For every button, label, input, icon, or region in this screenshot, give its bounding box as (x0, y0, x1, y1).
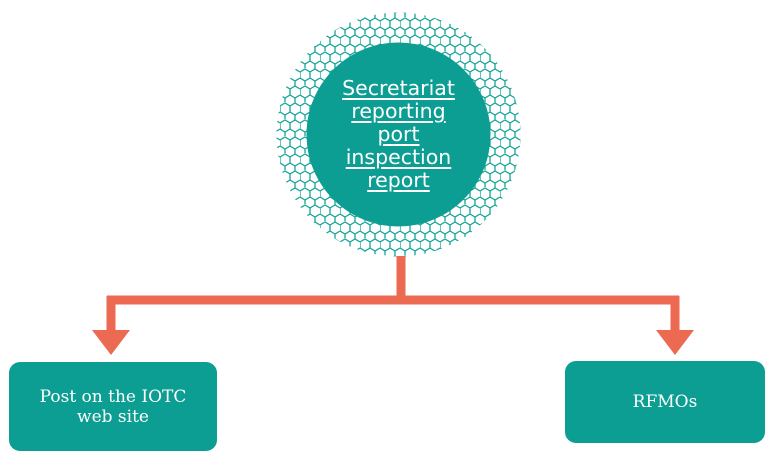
rfmos-node: RFMOs (565, 361, 765, 443)
arrowhead-right (656, 330, 694, 355)
center-label-line-3: port (377, 122, 420, 146)
post-on-website-label: Post on the IOTC web site (39, 386, 187, 427)
center-label-line-1: Secretariat (342, 76, 455, 100)
rfmos-label: RFMOs (632, 392, 698, 412)
connector-lines (106, 256, 680, 330)
arrowhead-left (92, 330, 130, 355)
center-node[interactable]: Secretariat reporting port inspection re… (276, 12, 521, 257)
center-node-circle (306, 42, 491, 227)
center-label-line-4: inspection (345, 145, 452, 169)
center-label-line-2: reporting (351, 99, 446, 123)
center-label-line-5: report (367, 168, 430, 192)
post-on-website-node: Post on the IOTC web site (9, 362, 217, 451)
center-node-label-link[interactable]: Secretariat reporting port inspection re… (324, 77, 474, 192)
